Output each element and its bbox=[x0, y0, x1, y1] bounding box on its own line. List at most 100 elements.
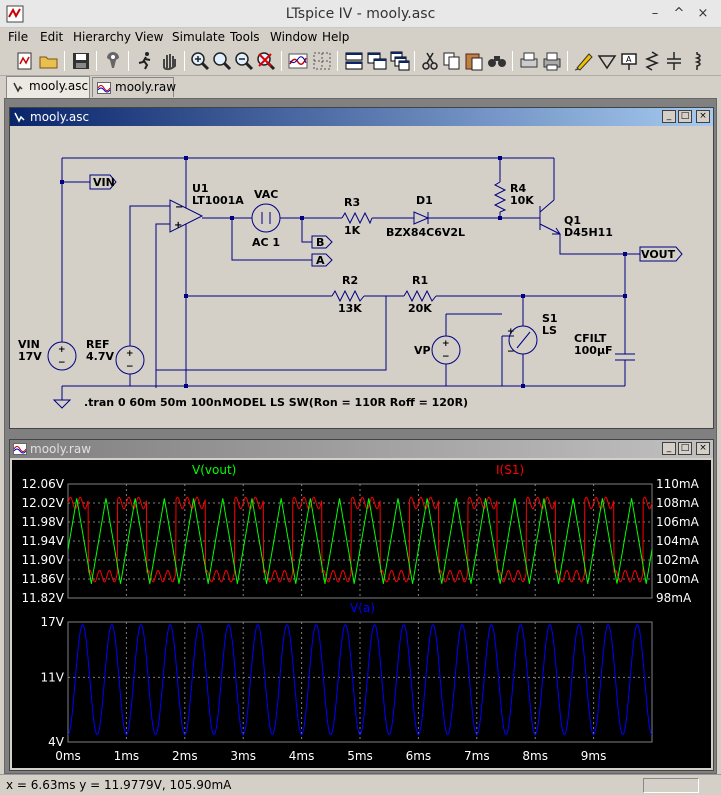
copy-icon[interactable] bbox=[441, 50, 463, 72]
menu-window[interactable]: Window bbox=[270, 30, 318, 44]
child-maximize-button[interactable]: □ bbox=[678, 442, 692, 455]
cut-icon[interactable] bbox=[419, 50, 441, 72]
menu-bar: File Edit Hierarchy View Simulate Tools … bbox=[0, 28, 721, 46]
tile-vertical-icon[interactable] bbox=[366, 50, 388, 72]
net-label-b: B bbox=[316, 236, 324, 249]
schematic-window-caption[interactable]: mooly.asc _ □ × bbox=[10, 108, 713, 126]
child-close-button[interactable]: × bbox=[696, 442, 710, 455]
inductor-icon[interactable] bbox=[686, 50, 708, 72]
status-bar: x = 6.63ms y = 11.9779V, 105.90mA bbox=[0, 774, 721, 795]
x-tick-label: 3ms bbox=[230, 749, 256, 763]
tab-mooly-asc[interactable]: mooly.asc bbox=[6, 76, 90, 98]
save-icon[interactable] bbox=[70, 50, 92, 72]
left-tick-label: 12.02V bbox=[21, 496, 64, 510]
waveform-plot[interactable]: V(vout) I(S1) 12.06V12.02V11.98V11.94V11… bbox=[12, 460, 711, 768]
svg-text:−: − bbox=[175, 202, 183, 213]
svg-text:−: − bbox=[126, 362, 134, 372]
close-button[interactable]: × bbox=[697, 6, 709, 21]
ltspice-logo-icon bbox=[6, 5, 24, 23]
zoom-cancel-icon[interactable] bbox=[255, 50, 277, 72]
u1-value: LT1001A bbox=[192, 194, 244, 207]
schematic-canvas[interactable]: − + bbox=[12, 128, 711, 426]
bottom-tick-label: 4V bbox=[48, 735, 65, 749]
s1-ref: S1 bbox=[542, 312, 558, 325]
menu-hierarchy[interactable]: Hierarchy bbox=[73, 30, 132, 44]
child-minimize-button[interactable]: _ bbox=[662, 442, 676, 455]
r4-ref: R4 bbox=[510, 182, 526, 195]
right-tick-label: 106mA bbox=[656, 515, 700, 529]
svg-text:+: + bbox=[126, 349, 134, 359]
pan-icon[interactable] bbox=[211, 50, 233, 72]
open-icon[interactable] bbox=[38, 50, 60, 72]
schematic-icon bbox=[14, 112, 25, 123]
child-minimize-button[interactable]: _ bbox=[662, 110, 676, 123]
vac-value: AC 1 bbox=[252, 236, 280, 249]
view-grid-icon[interactable] bbox=[311, 50, 333, 72]
svg-text:−: − bbox=[442, 352, 450, 362]
net-label-a: A bbox=[316, 254, 325, 267]
control-panel-icon[interactable] bbox=[102, 50, 124, 72]
trace-label-is1[interactable]: I(S1) bbox=[496, 463, 524, 477]
label-net-icon[interactable]: A bbox=[618, 50, 640, 72]
print-icon[interactable] bbox=[541, 50, 563, 72]
autorange-icon[interactable] bbox=[287, 50, 309, 72]
menu-view[interactable]: View bbox=[135, 30, 164, 44]
minimize-button[interactable]: – bbox=[651, 6, 659, 21]
right-tick-label: 110mA bbox=[656, 477, 700, 491]
paste-icon[interactable] bbox=[463, 50, 485, 72]
d1-value: BZX84C6V2L bbox=[386, 226, 465, 239]
right-tick-label: 98mA bbox=[656, 591, 692, 605]
x-tick-label: 0ms bbox=[55, 749, 81, 763]
menu-simulate[interactable]: Simulate bbox=[172, 30, 226, 44]
vac-ref: VAC bbox=[254, 188, 278, 201]
draw-wire-icon[interactable] bbox=[573, 50, 595, 72]
trace-label-va[interactable]: V(a) bbox=[350, 601, 375, 615]
window-title: LTspice IV - mooly.asc bbox=[285, 6, 436, 22]
svg-text:+: + bbox=[174, 220, 182, 231]
right-tick-label: 100mA bbox=[656, 572, 700, 586]
bottom-tick-label: 11V bbox=[41, 670, 65, 684]
child-close-button[interactable]: × bbox=[696, 110, 710, 123]
r2-ref: R2 bbox=[342, 274, 358, 287]
maximize-button[interactable]: ^ bbox=[673, 6, 685, 21]
print-setup-icon[interactable] bbox=[518, 50, 540, 72]
run-icon[interactable] bbox=[134, 50, 156, 72]
x-tick-label: 9ms bbox=[581, 749, 607, 763]
child-maximize-button[interactable]: □ bbox=[678, 110, 692, 123]
x-tick-label: 6ms bbox=[406, 749, 432, 763]
zoom-out-icon[interactable] bbox=[233, 50, 255, 72]
x-tick-label: 4ms bbox=[289, 749, 315, 763]
menu-tools[interactable]: Tools bbox=[230, 30, 260, 44]
waveform-icon bbox=[13, 443, 27, 455]
halt-icon[interactable] bbox=[158, 50, 180, 72]
right-tick-label: 108mA bbox=[656, 496, 700, 510]
capacitor-icon[interactable] bbox=[663, 50, 685, 72]
menu-file[interactable]: File bbox=[8, 30, 29, 44]
left-tick-label: 11.98V bbox=[21, 515, 64, 529]
menu-edit[interactable]: Edit bbox=[40, 30, 64, 44]
vin-ref: VIN bbox=[18, 338, 40, 351]
model-directive[interactable]: .MODEL LS SW(Ron = 110R Roff = 120R) bbox=[218, 396, 468, 409]
ground-icon[interactable] bbox=[596, 50, 618, 72]
tab-mooly-raw[interactable]: mooly.raw bbox=[92, 77, 176, 97]
top-pane: V(vout) I(S1) 12.06V12.02V11.98V11.94V11… bbox=[21, 463, 699, 605]
zoom-in-icon[interactable] bbox=[189, 50, 211, 72]
x-tick-label: 8ms bbox=[522, 749, 548, 763]
cascade-icon[interactable] bbox=[389, 50, 411, 72]
cfilt-value: 100µF bbox=[574, 344, 613, 357]
find-icon[interactable] bbox=[486, 50, 508, 72]
svg-text:+: + bbox=[507, 327, 515, 337]
resistor-icon[interactable] bbox=[641, 50, 663, 72]
menu-help[interactable]: Help bbox=[322, 30, 350, 44]
schematic-icon bbox=[13, 82, 23, 93]
waveform-window-caption[interactable]: mooly.raw _ □ × bbox=[10, 440, 713, 458]
schematic-window: mooly.asc _ □ × bbox=[9, 107, 714, 429]
tile-horizontal-icon[interactable] bbox=[343, 50, 365, 72]
new-schematic-icon[interactable] bbox=[14, 50, 36, 72]
trace-label-vout[interactable]: V(vout) bbox=[192, 463, 236, 477]
ref-value: 4.7V bbox=[86, 350, 114, 363]
net-label-vout: VOUT bbox=[641, 248, 676, 261]
tran-directive[interactable]: .tran 0 60m 50m 100n bbox=[84, 396, 221, 409]
